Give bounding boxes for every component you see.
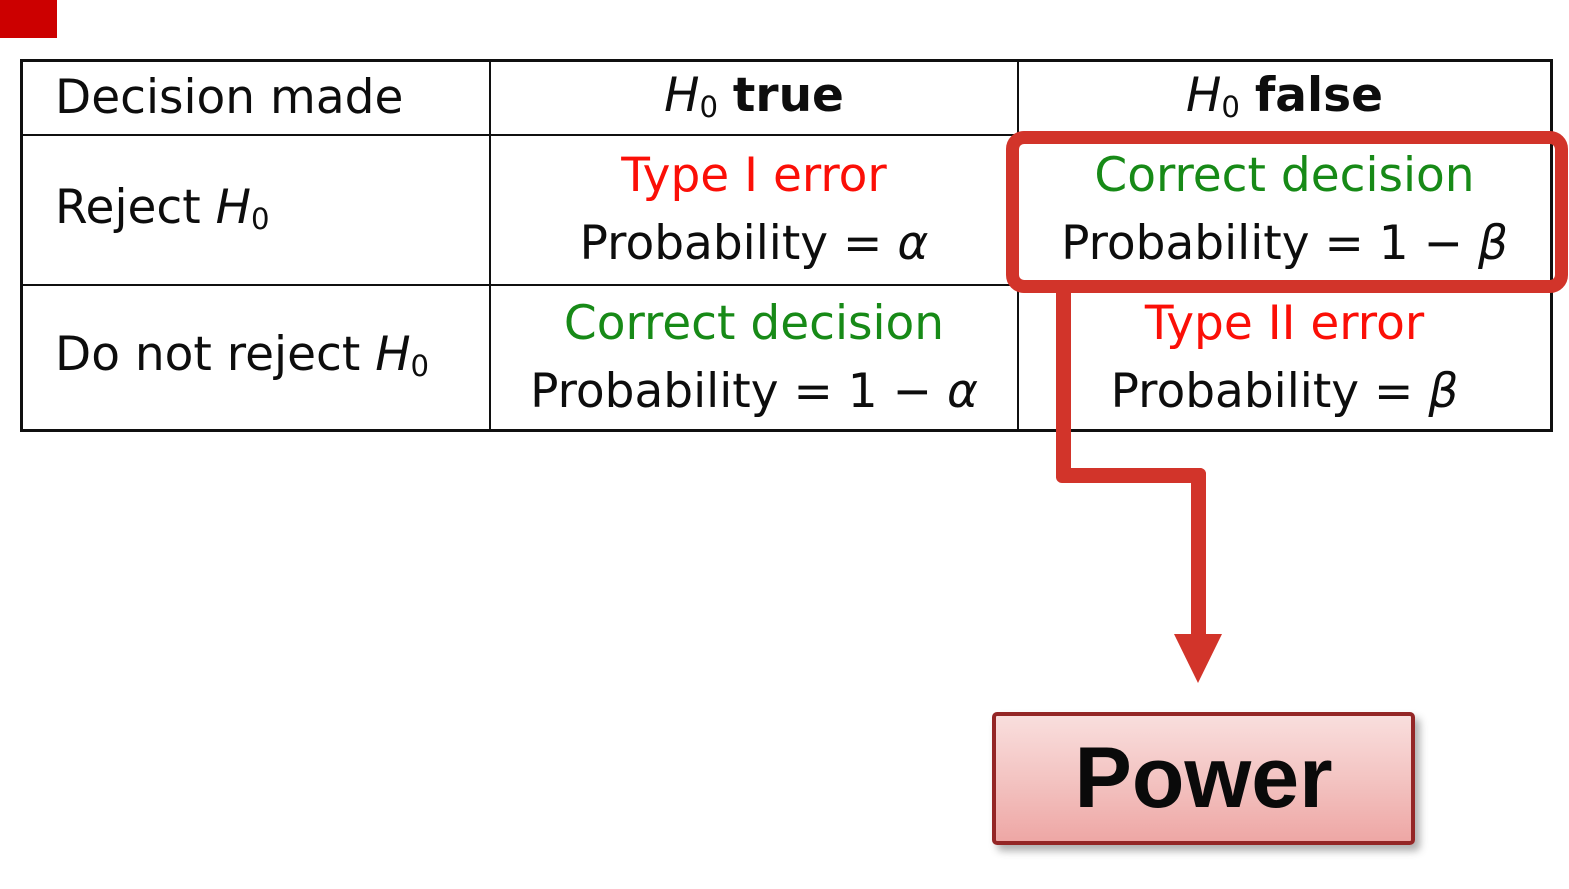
row-label-reject-h0: Reject H0 [23,136,491,286]
header-decision-made: Decision made [23,62,491,136]
type-2-error-probability: Probability = β [1110,363,1459,419]
hypothesis-decision-table: Decision made H0 true H0 false Reject H0… [20,59,1553,432]
header-h0-false: H0 false [1019,62,1550,136]
header-decision-made-label: Decision made [55,70,404,125]
header-h0-false-label: H0 false [1186,67,1383,124]
cell-correct-decision-power: Correct decision Probability = 1 − β [1019,136,1550,286]
cell-type-2-error: Type II error Probability = β [1019,286,1550,429]
type-1-error-label: Type I error [621,148,887,203]
type-2-error-label: Type II error [1144,295,1425,351]
correct-decision-probability: Probability = 1 − α [530,363,978,419]
power-label: Power [1074,730,1333,826]
arrow-segment-vertical-2 [1191,468,1206,635]
cell-correct-decision: Correct decision Probability = 1 − α [491,286,1019,429]
header-h0-true-label: H0 true [664,67,844,124]
arrow-head-icon [1174,634,1222,683]
correct-decision-label-2: Correct decision [563,295,945,351]
row-label-do-not-reject-h0-text: Do not reject H0 [55,327,430,384]
power-callout-box: Power [992,712,1415,845]
corner-red-marker [0,0,57,38]
power-cell-highlight-box [1006,131,1568,293]
cell-type-1-error: Type I error Probability = α [491,136,1019,286]
correct-decision-label: Correct decision [1094,148,1475,203]
arrow-segment-vertical-1 [1056,288,1071,482]
row-label-do-not-reject-h0: Do not reject H0 [23,286,491,429]
row-label-reject-h0-text: Reject H0 [55,179,270,236]
header-h0-true: H0 true [491,62,1019,136]
arrow-segment-horizontal [1056,468,1206,483]
power-probability: Probability = 1 − β [1061,216,1508,271]
type-1-error-probability: Probability = α [579,216,929,271]
